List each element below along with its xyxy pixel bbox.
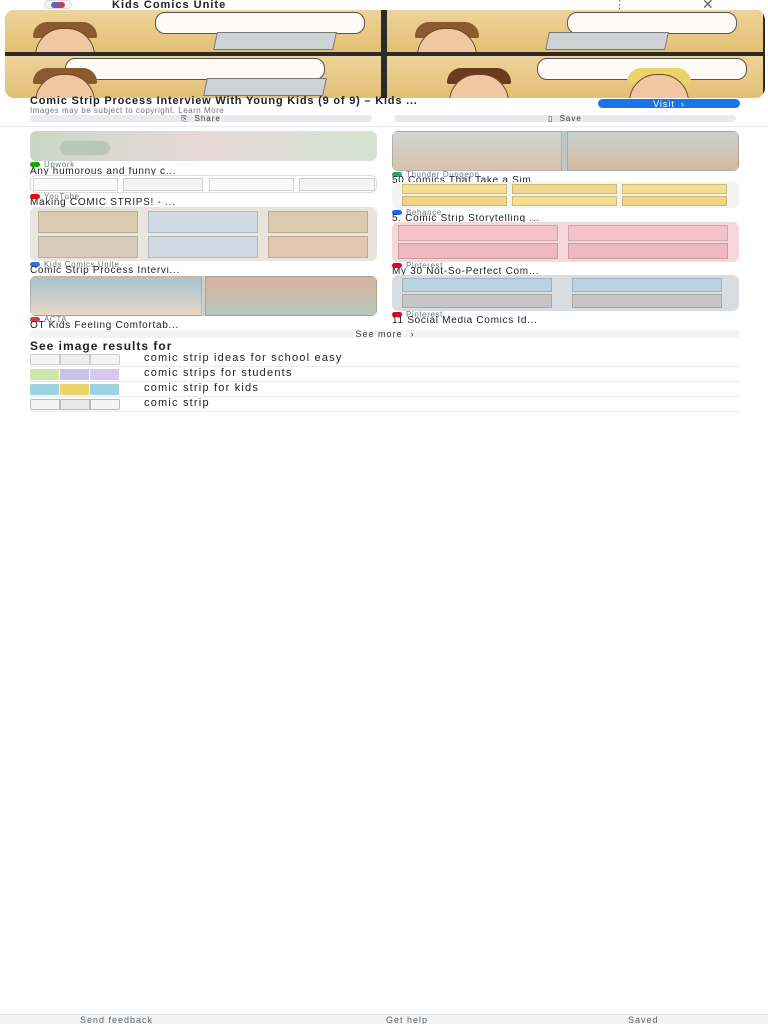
image-source: Thunder Dungeon [392, 169, 480, 179]
image-source: Upwork [30, 159, 75, 169]
source-name: Kids Comics Unite [44, 259, 120, 269]
related-image-thumb[interactable] [392, 222, 739, 262]
share-button[interactable]: ⎘ Share [30, 113, 372, 123]
top-bar: Kids Comics Unite ⋮ ✕ [0, 0, 768, 12]
image-source: ACTA [30, 314, 68, 324]
related-search-text: comic strips for students [144, 367, 293, 379]
copyright-note: Images may be subject to copyright. Lear… [30, 106, 225, 115]
comic-panel-2 [387, 10, 763, 52]
related-image-thumb[interactable] [392, 275, 739, 311]
image-source: YouTube [30, 191, 80, 201]
source-favicon-icon [30, 316, 40, 322]
source-favicon-icon [392, 262, 402, 268]
comic-panel-3 [5, 56, 381, 98]
source-name: Pinterest [406, 260, 443, 270]
source-name: Behance [406, 207, 442, 217]
see-more-label: See more [355, 329, 403, 339]
source-favicon-icon [30, 261, 40, 267]
image-source: Pinterest [392, 309, 443, 319]
image-caption[interactable]: Making COMIC STRIPS! - ... [30, 198, 176, 208]
comic-panel-1 [5, 10, 381, 52]
visit-label: Visit [653, 98, 675, 109]
image-source: Behance [392, 207, 442, 217]
saved-link[interactable]: Saved [628, 1015, 659, 1024]
related-image-thumb[interactable] [392, 182, 739, 208]
related-search-thumb [30, 399, 120, 410]
save-button[interactable]: ▯ Save [394, 114, 736, 123]
related-search-item[interactable]: comic strips for students [30, 367, 740, 382]
image-caption[interactable]: Any humorous and funny c... [30, 167, 177, 177]
result-title[interactable]: Comic Strip Process Interview With Young… [30, 95, 418, 107]
more-vert-icon[interactable]: ⋮ [614, 0, 625, 11]
source-favicon-icon [392, 311, 402, 317]
related-image-thumb[interactable] [30, 207, 377, 261]
source-favicon-icon [392, 209, 402, 215]
get-help-link[interactable]: Get help [386, 1015, 429, 1024]
related-image-thumb[interactable] [30, 131, 377, 161]
related-image-thumb[interactable] [392, 131, 739, 171]
site-favicon-icon [44, 0, 72, 9]
chevron-right-icon: › [410, 329, 415, 339]
footer-bar: Send feedback Get help Saved [0, 1014, 768, 1024]
hero-comic-image[interactable] [5, 10, 765, 98]
close-icon[interactable]: ✕ [702, 0, 714, 12]
chevron-right-icon: › [680, 98, 685, 109]
related-search-item[interactable]: comic strip for kids [30, 382, 740, 397]
source-name: Upwork [44, 159, 75, 169]
share-icon: ⎘ [181, 113, 189, 123]
comic-panel-4 [387, 56, 763, 98]
related-search-item[interactable]: comic strip [30, 397, 740, 412]
image-caption[interactable]: 5. Comic Strip Storytelling ... [392, 214, 540, 224]
divider [0, 126, 768, 127]
source-name: YouTube [44, 191, 80, 201]
image-caption[interactable]: My 30 Not-So-Perfect Com... [392, 267, 540, 277]
related-searches-heading: See image results for [30, 339, 173, 353]
source-favicon-icon [30, 161, 40, 167]
site-title: Kids Comics Unite [112, 0, 227, 11]
source-name: Pinterest [406, 309, 443, 319]
related-search-thumb [30, 354, 120, 365]
related-search-text: comic strip ideas for school easy [144, 352, 343, 364]
image-caption[interactable]: OT Kids Feeling Comfortab... [30, 321, 179, 331]
related-search-text: comic strip [144, 397, 210, 409]
see-more-button[interactable]: See more › [30, 329, 740, 339]
image-source: Kids Comics Unite [30, 259, 120, 269]
source-name: ACTA [44, 314, 68, 324]
visit-button[interactable]: Visit › [598, 98, 740, 109]
source-favicon-icon [392, 171, 402, 177]
image-caption[interactable]: Comic Strip Process Intervi... [30, 266, 180, 276]
send-feedback-link[interactable]: Send feedback [80, 1015, 154, 1024]
related-search-thumb [30, 369, 120, 380]
source-favicon-icon [30, 193, 40, 199]
image-source: Pinterest [392, 260, 443, 270]
share-label: Share [194, 114, 221, 123]
related-image-thumb[interactable] [30, 276, 377, 316]
bookmark-icon: ▯ [548, 114, 554, 123]
related-image-thumb[interactable] [30, 175, 377, 193]
source-name: Thunder Dungeon [406, 169, 480, 179]
related-search-text: comic strip for kids [144, 382, 260, 394]
related-search-thumb [30, 384, 120, 395]
image-caption[interactable]: 50 Comics That Take a Sim... [392, 176, 542, 186]
save-label: Save [559, 114, 582, 123]
related-search-item[interactable]: comic strip ideas for school easy [30, 352, 740, 367]
image-caption[interactable]: 11 Social Media Comics Id... [392, 316, 538, 326]
